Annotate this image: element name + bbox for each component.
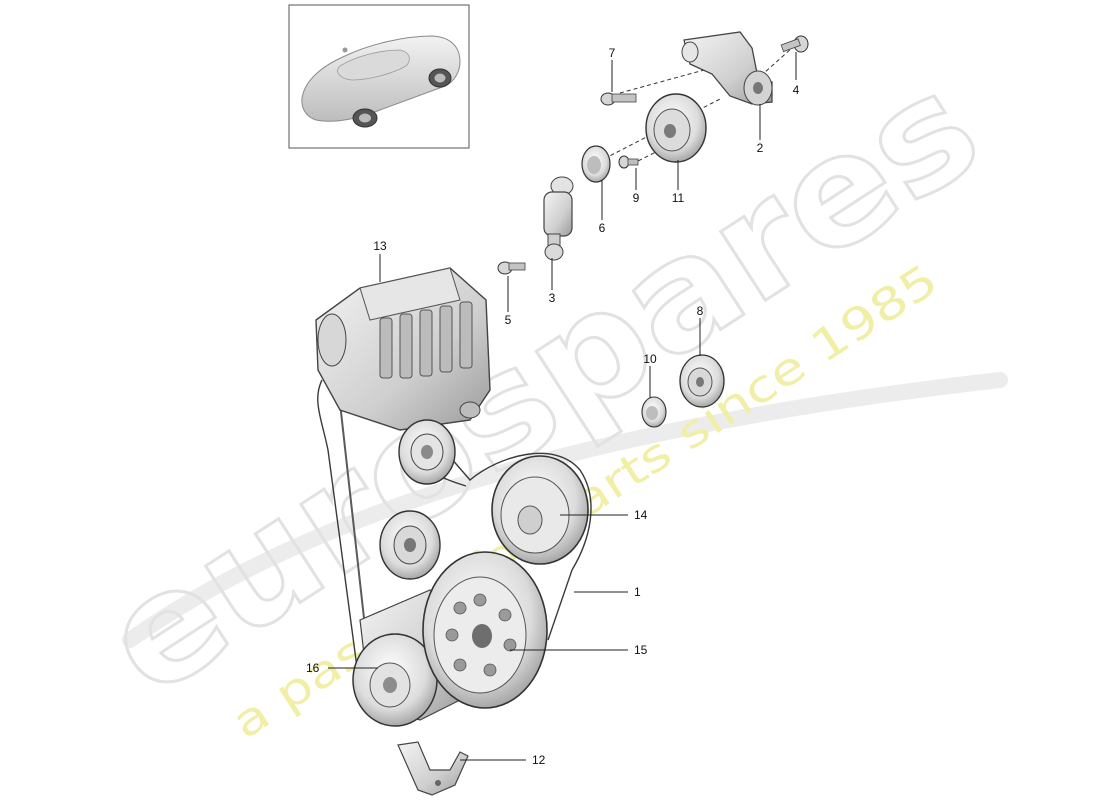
tensioner-damper — [543, 176, 574, 261]
tensioner-pulley — [645, 93, 707, 163]
alternator — [315, 267, 491, 431]
callout-14: 14 — [634, 508, 648, 522]
callout-4: 4 — [793, 83, 800, 97]
mounting-bolt — [780, 35, 809, 53]
callout-16: 16 — [306, 661, 320, 675]
callout-1: 1 — [634, 585, 641, 599]
vibration-damper — [422, 551, 548, 709]
callout-2: 2 — [757, 141, 764, 155]
watermark-swoosh — [122, 372, 1008, 648]
callout-3: 3 — [549, 291, 556, 305]
idler-pulley — [379, 510, 441, 580]
pulley-cap — [641, 396, 667, 428]
thumbnail — [288, 4, 470, 149]
sports-car-icon — [301, 35, 461, 128]
alternator-pulley — [398, 419, 456, 485]
callout-7: 7 — [609, 46, 616, 60]
damper-bolt — [497, 261, 526, 275]
pulley-bolt — [618, 155, 639, 169]
tensioner-bracket — [681, 31, 773, 106]
crank-pulley-upper — [491, 455, 589, 565]
deflection-pulley — [679, 354, 725, 408]
dust-cap — [581, 145, 611, 183]
leader-lines — [328, 52, 797, 761]
callout-5: 5 — [505, 313, 512, 327]
callout-labels: 7 4 2 11 9 6 3 5 13 8 10 14 1 15 16 12 — [306, 46, 800, 767]
callout-12: 12 — [532, 753, 546, 767]
callout-9: 9 — [633, 191, 640, 205]
callout-11: 11 — [672, 191, 685, 205]
callout-15: 15 — [634, 643, 648, 657]
callout-10: 10 — [643, 352, 657, 366]
bracket — [397, 741, 469, 796]
long-bolt — [600, 92, 637, 106]
callout-6: 6 — [599, 221, 606, 235]
callout-13: 13 — [373, 239, 387, 253]
callout-8: 8 — [697, 304, 704, 318]
